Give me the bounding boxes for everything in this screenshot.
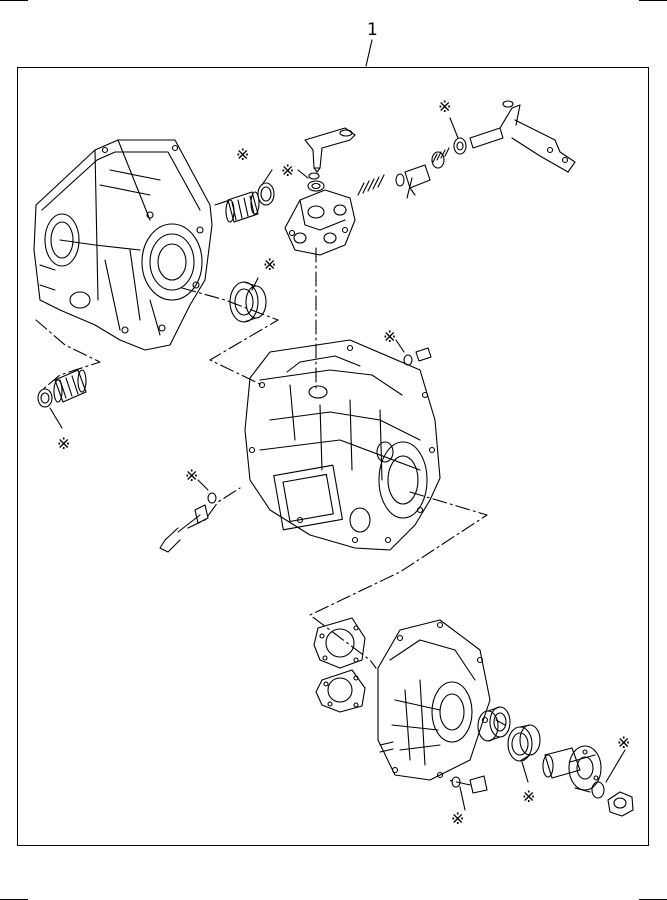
lock-nut [607,791,634,817]
assembly-reference-number: 1 [367,20,378,40]
companion-flange [542,745,602,793]
detent-spring-group [357,147,450,199]
crop-mark-top-right [639,0,667,1]
replacement-mark: ※ [383,327,396,346]
plug-bottom [451,775,488,794]
replacement-mark: ※ [57,434,70,453]
oil-seal-rear [507,724,541,762]
needle-bearing-lower [53,369,87,403]
oil-seal-lower [37,388,53,408]
transmission-case [244,339,441,551]
crop-mark-top-left [0,0,28,1]
oil-seal-front [229,281,267,323]
replacement-mark: ※ [617,733,630,752]
diagram-frame [17,67,649,846]
gasket-rear-2 [315,669,366,713]
needle-bearing-upper [225,191,260,223]
rear-extension-housing [377,619,491,781]
bolt-left [159,492,217,553]
small-seal-lever [307,172,325,192]
replacement-mark: ※ [263,255,276,274]
bearing-rear [477,706,511,742]
clutch-housing [33,139,213,351]
replacement-mark: ※ [236,145,249,164]
replacement-mark: ※ [451,809,464,828]
oil-seal-upper [257,182,275,206]
replacement-marks: ※ ※ ※ ※ ※ ※ ※ ※ ※ ※ [57,97,630,828]
drain-plug [403,347,432,366]
shift-lever [304,127,356,173]
replacement-mark: ※ [185,466,198,485]
replacement-mark: ※ [522,787,535,806]
reference-leader-line [365,39,373,67]
replacement-mark: ※ [281,161,294,180]
replacement-mark: ※ [438,97,451,116]
shift-shaft-bracket [453,100,576,173]
gasket-rear [313,617,366,669]
shift-control-cover [284,189,356,256]
